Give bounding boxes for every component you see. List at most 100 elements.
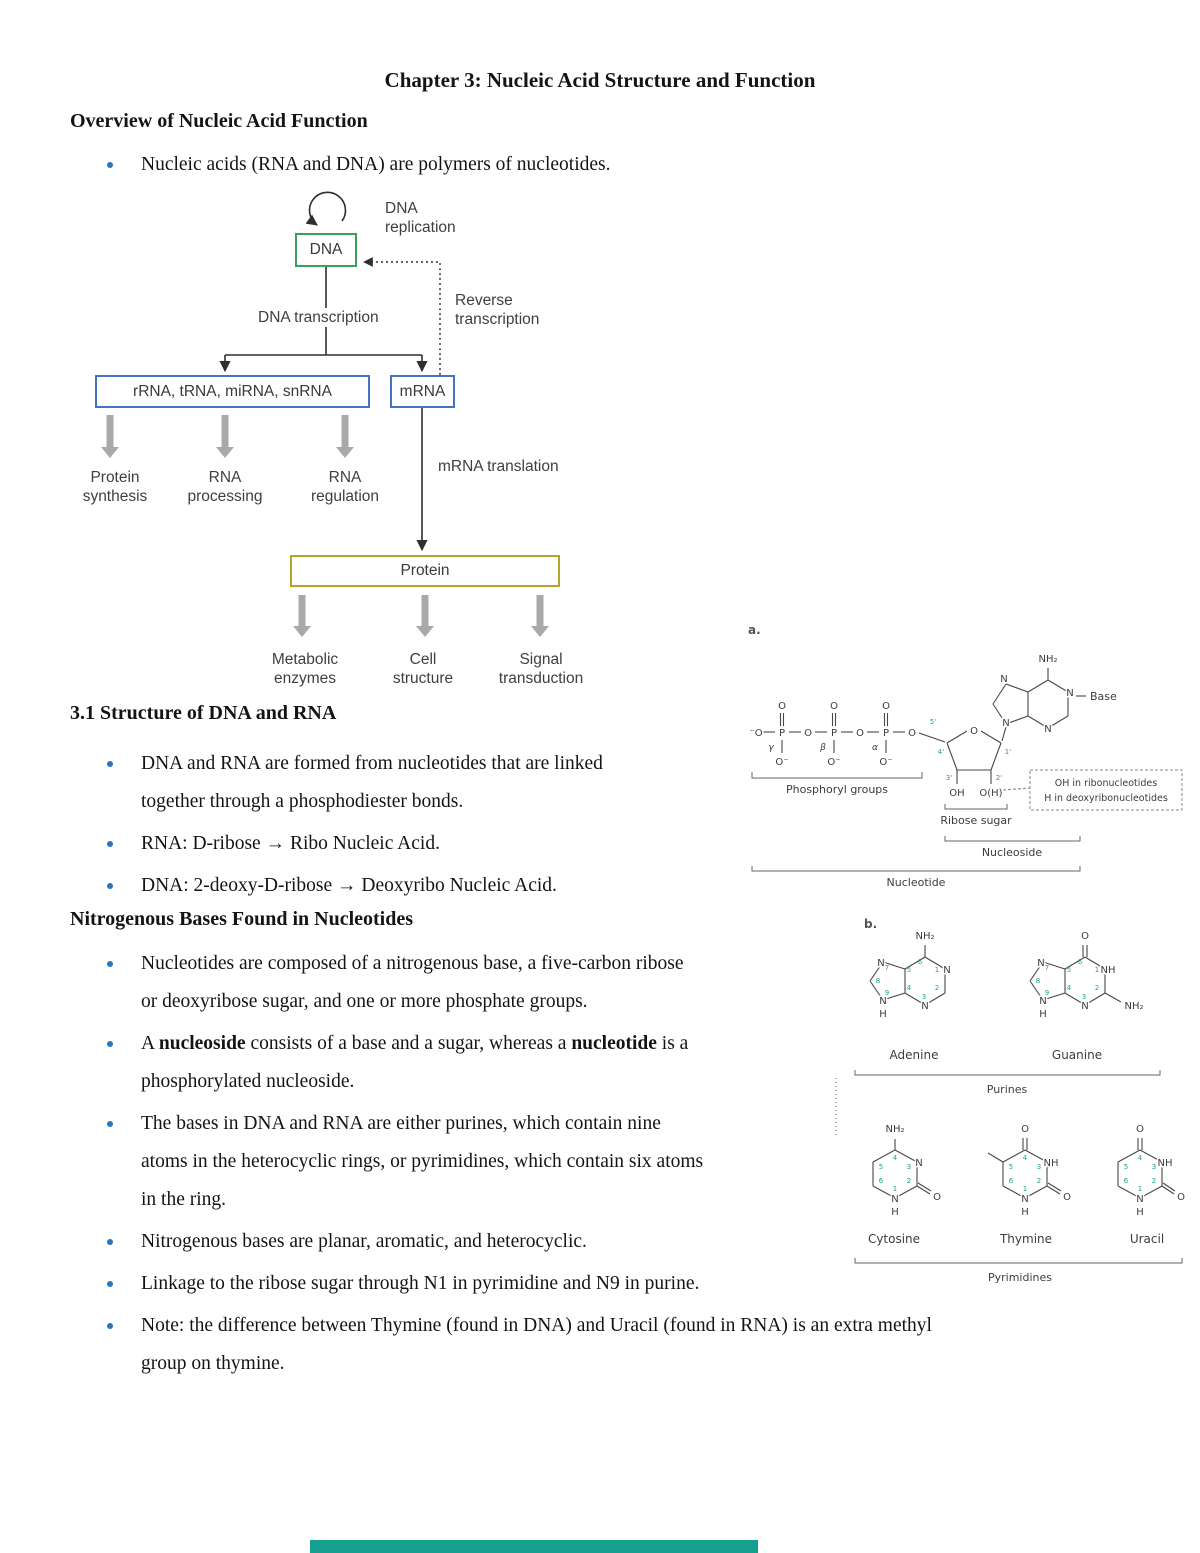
gamma-label: γ [768,743,774,753]
figure-a-svg: a. ⁻O P O P O P O O O O O⁻ [748,623,1183,889]
ring-number: 4 [1067,984,1072,992]
atom-label: H [879,1009,887,1020]
atom-label: N [891,1194,898,1205]
uracil-bonds [1117,1138,1176,1199]
atom-label: H [891,1207,899,1218]
ring-number: 2 [1095,984,1099,992]
bullet-icon [107,961,113,967]
list-item: DNA: 2-deoxy-D-ribose → Deoxyribo Nuclei… [105,867,603,905]
label-line: RNA [208,469,242,486]
label-line: DNA [385,200,418,217]
phosphoryl-groups-label: Phosphoryl groups [786,783,888,796]
phosphate-chain-bonds [763,713,946,753]
oh-paren-label: O(H) [979,788,1002,799]
ring-number: 6 [879,1177,884,1185]
atom-label: NH [1044,1158,1059,1169]
text-part: A [141,1033,159,1054]
label-line: processing [187,488,263,505]
atom-label: O⁻ [775,757,788,768]
reverse-transcription-label: Reverse transcription [455,291,539,329]
nucleoside-label: Nucleoside [982,846,1043,859]
ring-number: 2 [1152,1177,1156,1185]
atom-label: H [1136,1207,1144,1218]
arrow-rna-processing [216,415,234,458]
cropped-table-strip [310,1540,758,1553]
guanine-caption: Guanine [1052,1048,1102,1062]
cytosine-bonds [872,1139,932,1199]
figure-b-label: b. [864,917,877,931]
atom-label: N [1002,718,1009,729]
guanine-ring-numbers: 6 1 2 3 4 5 7 8 9 [1036,958,1099,1001]
cytosine-caption: Cytosine [868,1232,920,1246]
list-item: A nucleoside consists of a base and a su… [105,1025,932,1101]
label-line: synthesis [82,488,148,505]
ring-number: 4 [1138,1154,1143,1162]
structure-bullets: DNA and RNA are formed from nucleotides … [105,745,603,909]
atom-label: N [879,996,886,1007]
ring-number: 5 [1009,1163,1013,1171]
figure-a-label: a. [748,623,761,637]
section-heading-overview: Overview of Nucleic Acid Function [70,110,368,132]
arrow-protein-synthesis [101,415,119,458]
oh-label: OH [949,788,964,799]
note-line: H in deoxyribonucleotides [1044,793,1168,804]
ring-number: 2 [935,984,939,992]
ring-number: 5 [879,1163,883,1171]
text-line: group on thymine. [141,1353,285,1374]
text-part: consists of a base and a sugar, whereas … [245,1033,572,1054]
ribose-sugar-label: Ribose sugar [940,814,1012,827]
gray-block-arrows [101,415,549,637]
text-line: together through a phosphodiester bonds. [141,791,464,812]
label-line: Signal [519,651,563,668]
ring-number: 1 [1023,1185,1027,1193]
thymine-bonds [987,1138,1062,1199]
ring-number: 7 [885,964,889,972]
atom-label: O [1063,1192,1071,1203]
ring-number: 8 [876,977,880,985]
label-line: enzymes [273,670,337,687]
atom-label: O [1136,1124,1144,1135]
bases-bullets: Nucleotides are composed of a nitrogenou… [105,945,932,1387]
text-line: atoms in the heterocyclic rings, or pyri… [141,1151,704,1172]
atom-label: N [1039,996,1046,1007]
pyrimidines-bracket [854,1258,1183,1264]
atom-label: N [877,958,884,969]
thymine-ring-numbers: 4 3 2 1 6 5 [1009,1154,1041,1193]
atom-label: N [1037,958,1044,969]
prime-label: 1' [1005,748,1011,756]
mrna-translation-label: mRNA translation [438,458,559,475]
ring-number: 1 [1095,966,1099,974]
text-line: RNA: D-ribose → Ribo Nucleic Acid. [141,833,440,854]
text-part: is a [656,1033,689,1054]
rna-regulation-label: RNA regulation [302,468,388,506]
bold-term-nucleoside: nucleoside [158,1033,246,1054]
atom-label: NH [1158,1158,1173,1169]
adenine-ring-numbers: 6 1 2 3 4 5 7 8 9 [876,958,939,1001]
ring-number: 1 [935,966,939,974]
mrna-box: mRNA [390,375,455,408]
list-item: RNA: D-ribose → Ribo Nucleic Acid. [105,825,603,863]
bullet-icon [107,1239,113,1245]
prime-label: 4' [938,748,944,756]
atom-label: O [1081,931,1089,942]
figure-a-brackets [751,772,1081,872]
ribose-ring-bonds [946,726,1007,784]
protein-synthesis-label: Protein synthesis [70,468,160,506]
atom-label: H [1039,1009,1047,1020]
ring-number: 6 [1009,1177,1014,1185]
base-callout-label: Base [1090,690,1117,703]
thymine-caption: Thymine [999,1232,1052,1246]
bullet-icon [107,841,113,847]
nh2-label: NH₂ [915,931,934,942]
nh2-label: NH₂ [885,1124,904,1135]
label-line: Cell [409,651,437,668]
arrow-rna-regulation [336,415,354,458]
nucleotide-label: Nucleotide [887,876,946,889]
metabolic-enzymes-label: Metabolic enzymes [260,650,350,688]
text-line: DNA: 2-deoxy-D-ribose → Deoxyribo Nuclei… [141,875,557,896]
list-item: DNA and RNA are formed from nucleotides … [105,745,603,821]
label-line: Metabolic [271,651,339,668]
text-line: DNA and RNA are formed from nucleotides … [141,753,603,774]
bullet-icon [107,1121,113,1127]
central-dogma-diagram: DNA rRNA, tRNA, miRNA, snRNA mRNA Protei… [70,185,710,695]
